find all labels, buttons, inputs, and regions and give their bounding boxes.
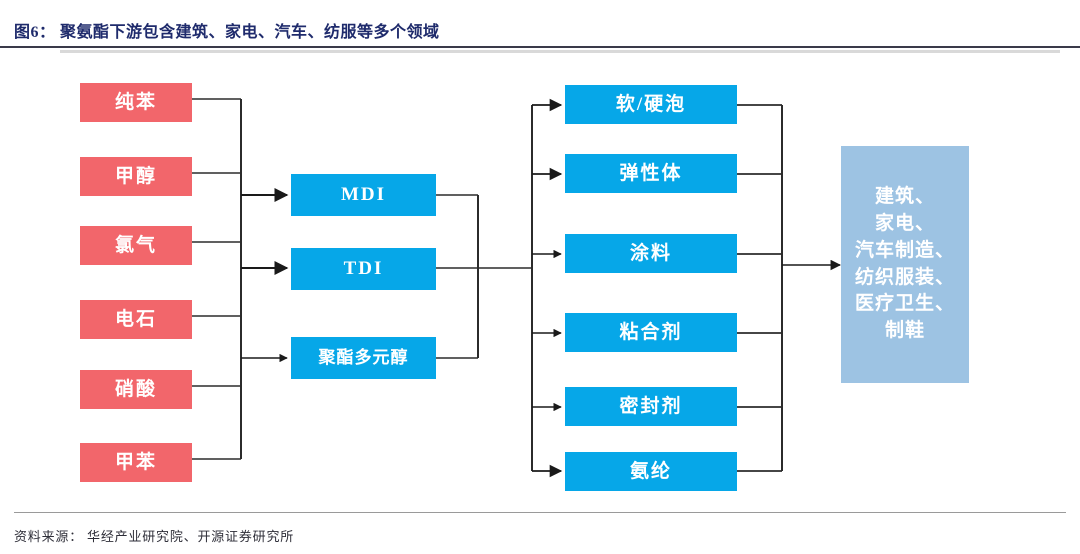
title-divider-shadow <box>60 50 1060 53</box>
node-downstream-applications[interactable]: 建筑、 家电、 汽车制造、 纺织服装、 医疗卫生、 制鞋 <box>841 146 969 383</box>
node-raw-material-2[interactable]: 甲醇 <box>80 157 192 196</box>
node-raw-material-3[interactable]: 氯气 <box>80 226 192 265</box>
node-label: TDI <box>343 258 384 280</box>
downstream-line-2: 家电、 <box>874 212 935 234</box>
node-label: 弹性体 <box>619 162 683 184</box>
node-raw-material-4[interactable]: 电石 <box>80 300 192 339</box>
node-product-adhesive[interactable]: 粘合剂 <box>565 313 737 352</box>
figure-source: 资料来源： 华经产业研究院、开源证券研究所 <box>14 529 295 544</box>
node-product-sealant[interactable]: 密封剂 <box>565 387 737 426</box>
node-label: 氯气 <box>114 234 157 256</box>
downstream-line-4: 纺织服装、 <box>854 266 955 288</box>
node-product-foam[interactable]: 软/硬泡 <box>565 85 737 124</box>
node-product-elastomer[interactable]: 弹性体 <box>565 154 737 193</box>
node-intermediate-polyester-polyol[interactable]: 聚酯多元醇 <box>291 337 436 379</box>
footer-divider <box>14 512 1066 513</box>
figure-title: 图6： 聚氨酯下游包含建筑、家电、汽车、纺服等多个领域 <box>14 24 440 41</box>
node-label: 涂料 <box>629 242 672 264</box>
node-label: 电石 <box>114 308 157 330</box>
title-divider <box>0 46 1080 48</box>
node-label: 粘合剂 <box>619 321 683 343</box>
node-label: MDI <box>340 184 387 206</box>
downstream-line-6: 制鞋 <box>884 320 925 342</box>
node-intermediate-mdi[interactable]: MDI <box>291 174 436 216</box>
node-raw-material-6[interactable]: 甲苯 <box>80 443 192 482</box>
node-label: 甲醇 <box>114 165 157 187</box>
node-intermediate-tdi[interactable]: TDI <box>291 248 436 290</box>
node-label: 软/硬泡 <box>615 93 687 115</box>
node-product-coating[interactable]: 涂料 <box>565 234 737 273</box>
node-raw-material-5[interactable]: 硝酸 <box>80 370 192 409</box>
node-label: 聚酯多元醇 <box>318 348 409 368</box>
node-label: 纯苯 <box>114 91 157 113</box>
downstream-line-5: 医疗卫生、 <box>854 293 955 315</box>
node-product-spandex[interactable]: 氨纶 <box>565 452 737 491</box>
node-label: 氨纶 <box>629 460 672 482</box>
node-label: 硝酸 <box>114 378 157 400</box>
downstream-line-3: 汽车制造、 <box>854 239 955 261</box>
node-label: 甲苯 <box>114 451 157 473</box>
node-raw-material-1[interactable]: 纯苯 <box>80 83 192 122</box>
downstream-line-1: 建筑、 <box>874 185 935 207</box>
node-label: 密封剂 <box>619 395 683 417</box>
